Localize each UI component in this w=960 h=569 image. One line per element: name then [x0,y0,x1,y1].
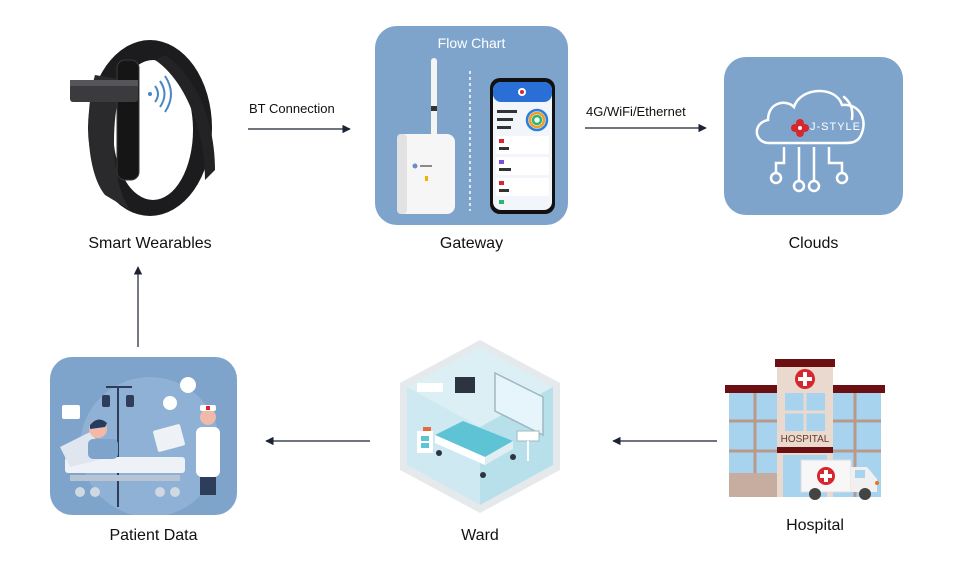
patient-doctor-icon [60,377,220,515]
node-smart-wearables [55,20,235,230]
node-clouds: J-STYLE [724,57,903,215]
edge-label-network: 4G/WiFi/Ethernet [586,104,686,119]
cloud-network-icon [755,89,865,193]
hospital-ward-icon [400,340,560,513]
label-ward: Ward [461,527,499,544]
edge-label-bt-connection: BT Connection [249,101,335,116]
wristband-icon [70,40,215,216]
node-gateway: Flow Chart [375,26,568,225]
j-style-logo-icon [791,119,809,137]
label-patient-data: Patient Data [109,527,198,544]
label-smart-wearables: Smart Wearables [88,235,212,252]
hospital-building-icon [725,359,885,500]
label-gateway: Gateway [439,235,504,252]
label-clouds: Clouds [788,235,839,252]
node-hospital: HOSPITAL [725,355,885,505]
node-ward [395,335,565,515]
hospital-sign-text: HOSPITAL [777,434,833,445]
node-patient-data [50,357,237,515]
label-hospital: Hospital [786,517,844,534]
gateway-device-icon [397,58,555,214]
cloud-logo-text: J-STYLE [810,121,862,133]
gateway-tile-title: Flow Chart [437,35,506,51]
